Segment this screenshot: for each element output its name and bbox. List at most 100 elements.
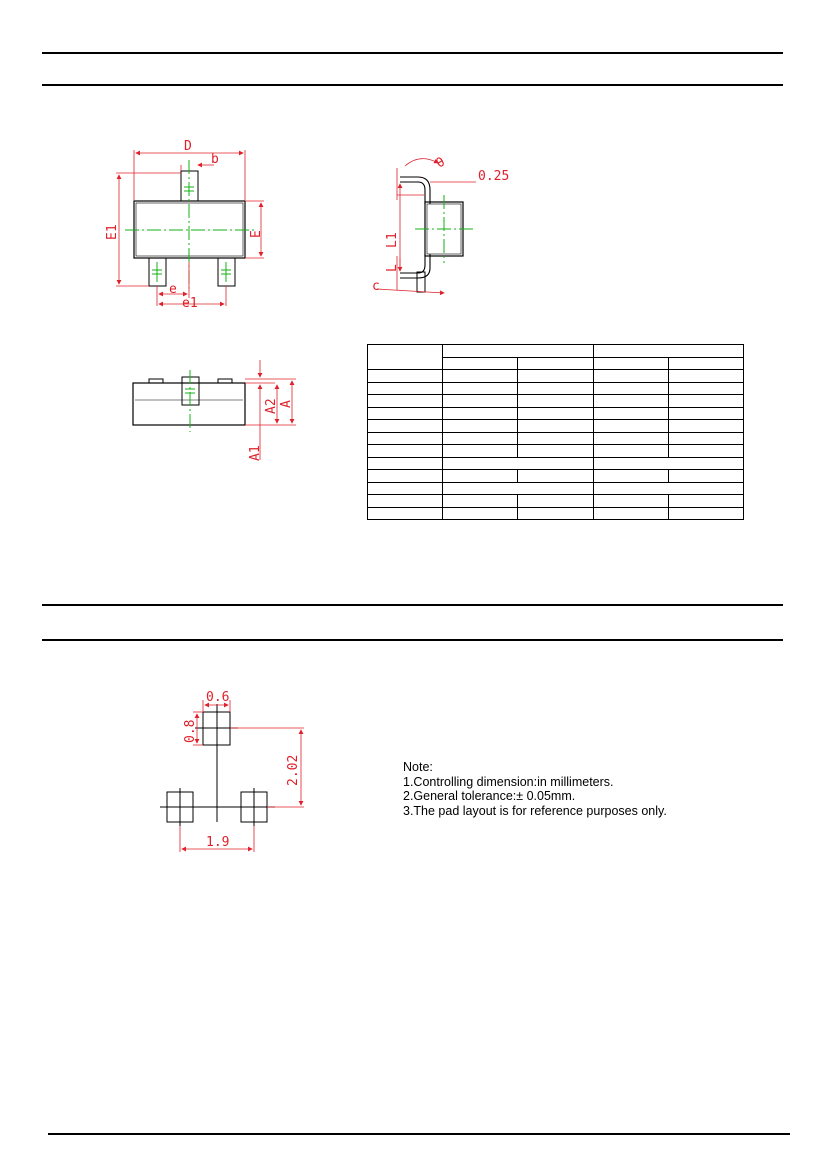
dim-label-L1: L1	[385, 232, 400, 248]
table-cell	[442, 456, 594, 470]
table-cell	[441, 394, 519, 408]
table-cell	[667, 494, 745, 508]
table-row	[367, 394, 745, 408]
pad-dim-width: 0.6	[206, 690, 229, 705]
dim-label-D: D	[184, 139, 192, 154]
pad-dim-span: 1.9	[206, 835, 229, 850]
note-line-2: 2.General tolerance:± 0.05mm.	[403, 789, 576, 803]
section2-rule-top	[42, 604, 783, 606]
table-cell	[367, 344, 443, 370]
table-cell	[592, 419, 669, 433]
table-cell	[367, 406, 443, 420]
table-cell	[517, 469, 594, 483]
dim-label-e: e	[169, 282, 177, 297]
table-cell	[367, 469, 443, 483]
table-cell	[367, 506, 443, 520]
table-cell	[592, 481, 744, 495]
table-cell	[667, 431, 745, 445]
pad-layout-drawing: 0.6 0.8 2.02 1.9	[160, 690, 304, 852]
table-cell	[592, 469, 669, 483]
dim-label-b: b	[211, 152, 219, 167]
table-row	[367, 494, 745, 508]
table-cell	[667, 469, 745, 483]
table-cell	[441, 469, 519, 483]
table-cell	[667, 394, 745, 408]
table-cell	[667, 506, 745, 520]
dim-label-A1: A1	[248, 445, 263, 461]
table-row	[367, 419, 745, 433]
footer-rule	[48, 1133, 790, 1135]
table-cell	[592, 444, 669, 458]
header-rule-top	[42, 52, 783, 54]
table-cell	[517, 506, 594, 520]
note-line-3: 3.The pad layout is for reference purpos…	[403, 803, 667, 818]
table-cell	[667, 381, 745, 395]
top-view-drawing: D b E1 E e e1	[105, 139, 264, 311]
table-row	[367, 369, 745, 383]
front-view-drawing: A1 A2 A	[132, 360, 296, 461]
dim-label-A2: A2	[264, 398, 279, 414]
table-cell	[441, 406, 519, 420]
dimension-table	[367, 344, 745, 520]
table-row	[367, 344, 744, 370]
side-view-drawing: θ 0.25 L1 L c	[372, 155, 509, 296]
table-cell	[367, 494, 443, 508]
table-row	[367, 469, 745, 483]
table-cell	[367, 481, 443, 495]
table-cell	[367, 369, 443, 383]
table-row	[367, 481, 744, 495]
table-row	[367, 506, 745, 520]
header-rule-bottom	[42, 84, 783, 86]
table-cell	[517, 444, 594, 458]
dim-label-c: c	[372, 279, 380, 294]
table-row	[367, 431, 745, 445]
table-cell	[517, 431, 594, 445]
note-line-1: 1.Controlling dimension:in millimeters.	[403, 774, 614, 789]
pad-dim-row-pitch: 2.02	[286, 755, 301, 786]
table-cell	[441, 444, 519, 458]
table-cell	[517, 356, 594, 370]
dim-label-e1: e1	[182, 296, 198, 311]
table-cell	[517, 394, 594, 408]
note-title: Note:	[403, 760, 433, 774]
table-cell	[592, 344, 744, 358]
table-cell	[592, 369, 669, 383]
table-cell	[441, 419, 519, 433]
table-cell	[667, 406, 745, 420]
section2-rule-bottom	[42, 639, 783, 641]
table-cell	[667, 444, 745, 458]
dim-label-E1: E1	[105, 224, 120, 240]
table-cell	[367, 456, 443, 470]
table-cell	[517, 419, 594, 433]
dim-label-theta: θ	[434, 155, 448, 172]
table-cell	[667, 419, 745, 433]
table-cell	[517, 406, 594, 420]
table-row	[367, 456, 744, 470]
table-cell	[592, 456, 744, 470]
table-cell	[367, 381, 443, 395]
dim-label-E: E	[249, 230, 264, 238]
table-cell	[367, 444, 443, 458]
dim-label-gauge: 0.25	[478, 169, 509, 184]
table-cell	[592, 394, 669, 408]
table-cell	[667, 356, 745, 370]
table-cell	[367, 394, 443, 408]
table-cell	[592, 431, 669, 445]
table-cell	[517, 369, 594, 383]
table-cell	[441, 431, 519, 445]
table-cell	[592, 406, 669, 420]
table-cell	[667, 369, 745, 383]
table-cell	[441, 381, 519, 395]
table-cell	[367, 419, 443, 433]
dim-label-L: L	[385, 264, 400, 272]
table-row	[367, 406, 745, 420]
table-cell	[367, 431, 443, 445]
table-row	[367, 381, 745, 395]
table-cell	[517, 494, 594, 508]
table-cell	[592, 381, 669, 395]
table-cell	[442, 481, 594, 495]
note-block: Note: 1.Controlling dimension:in millime…	[403, 760, 667, 818]
table-cell	[441, 494, 519, 508]
